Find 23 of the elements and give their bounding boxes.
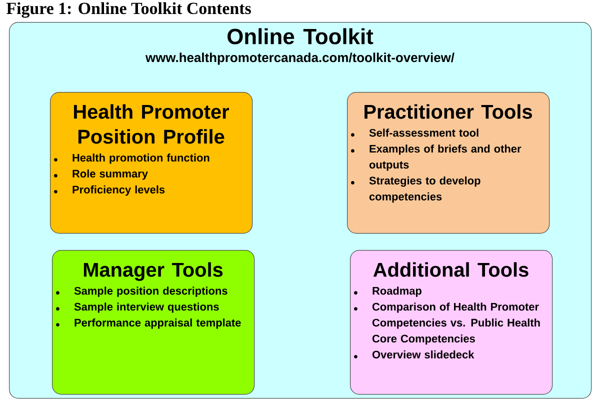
figure-title: Figure 1: Online Toolkit Contents xyxy=(6,2,251,18)
tool-card xyxy=(52,250,255,395)
bullet-item: Overview slidedeck xyxy=(372,350,474,358)
bullet-item: Sample interview questions xyxy=(74,302,219,313)
bullet-item: Roadmap xyxy=(372,286,422,297)
tool-card xyxy=(350,250,553,395)
bullet-item: Performance appraisal template xyxy=(74,318,241,329)
tool-card xyxy=(50,92,253,234)
tool-card xyxy=(347,92,550,234)
card-heading: Practitioner Tools xyxy=(364,104,532,119)
card-heading: Additional Tools xyxy=(373,262,528,277)
bullet-item: Examples of briefs and other outputs xyxy=(369,144,522,171)
bullet-item: Comparison of Health Promoter Competencies vs. Public Health Core Competencies xyxy=(372,302,540,345)
bullet-item: Strategies to develop competencies xyxy=(369,176,480,203)
web-address: www.healthpromotercanada.com/toolkit-overview/ xyxy=(145,52,454,65)
bullet-item: Self-assessment tool xyxy=(369,128,478,137)
bullet-item: Role summary xyxy=(72,170,148,180)
card-heading: Health Promoter Position Profile xyxy=(74,104,230,144)
bullet-item: Proficiency levels xyxy=(72,185,165,196)
panel-heading: Online Toolkit xyxy=(228,28,374,44)
card-heading: Manager Tools xyxy=(84,262,223,281)
bullet-item: Sample position descriptions xyxy=(74,286,228,297)
bullet-item: Health promotion function xyxy=(72,154,210,164)
